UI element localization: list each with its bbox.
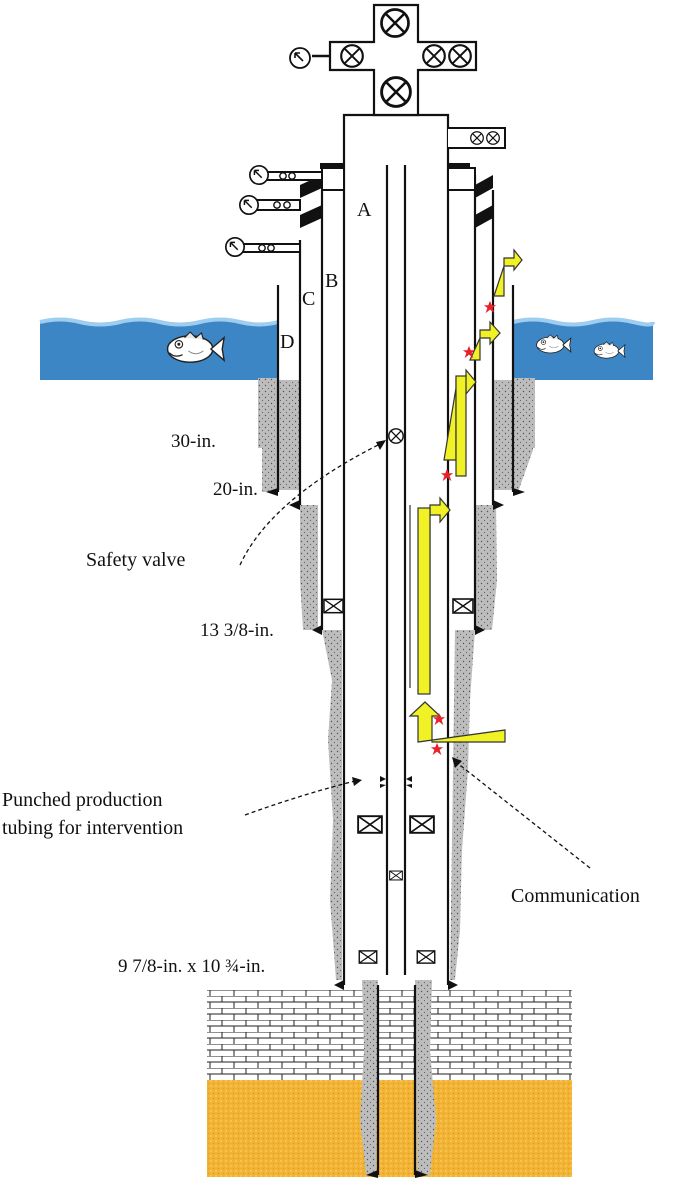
pressure-gauge-icon — [225, 237, 245, 257]
valve-icon — [388, 428, 404, 444]
valve-icon — [380, 76, 412, 108]
leader-arrowheads — [352, 440, 462, 786]
packer-icon — [409, 815, 435, 834]
pressure-gauge-icon — [239, 195, 259, 215]
callout-punched-line1: Punched production — [2, 789, 163, 811]
casing-label-production: 9 7/8-in. x 10 ¾-in. — [118, 956, 265, 977]
pressure-gauge-icon — [249, 165, 269, 185]
packer-icon — [358, 950, 378, 964]
cement-sheaths — [278, 380, 513, 1175]
casing-label-surface: 20-in. — [213, 479, 258, 500]
casing-label-conductor: 30-in. — [171, 431, 216, 452]
leader-lines — [239, 444, 591, 869]
annulus-label-a: A — [357, 199, 372, 221]
casing-shoes — [266, 488, 525, 1178]
annulus-label-d: D — [280, 331, 294, 353]
callout-communication: Communication — [511, 885, 640, 907]
packer-icon — [323, 598, 344, 614]
gauge-valves — [258, 172, 296, 252]
valve-icon — [486, 131, 500, 145]
formation-sand — [207, 1080, 572, 1177]
valve-icon — [470, 131, 484, 145]
packer-icon — [389, 870, 403, 881]
annulus-label-c: C — [302, 288, 315, 310]
valve-icon — [422, 44, 446, 68]
leak-icon — [483, 300, 497, 314]
casing-strings — [276, 115, 515, 1175]
packer-icon — [357, 815, 383, 834]
flow-main-riser — [417, 375, 467, 695]
callout-safety-valve: Safety valve — [86, 549, 186, 571]
callout-punched-line2: tubing for intervention — [2, 817, 183, 839]
pressure-gauge-icon — [289, 47, 311, 69]
packer-icon — [452, 598, 474, 614]
valve-icon — [340, 44, 364, 68]
punched-holes — [380, 776, 412, 788]
annulus-label-b: B — [325, 270, 338, 292]
packer-icon — [416, 950, 436, 964]
valve-icon — [448, 44, 472, 68]
sea — [39, 317, 655, 380]
leak-icon — [430, 742, 444, 756]
valve-icon — [380, 8, 410, 38]
formation-limestone — [207, 990, 572, 1080]
seafloor-cement — [258, 378, 535, 492]
casing-label-intermediate: 13 3/8-in. — [200, 620, 274, 641]
